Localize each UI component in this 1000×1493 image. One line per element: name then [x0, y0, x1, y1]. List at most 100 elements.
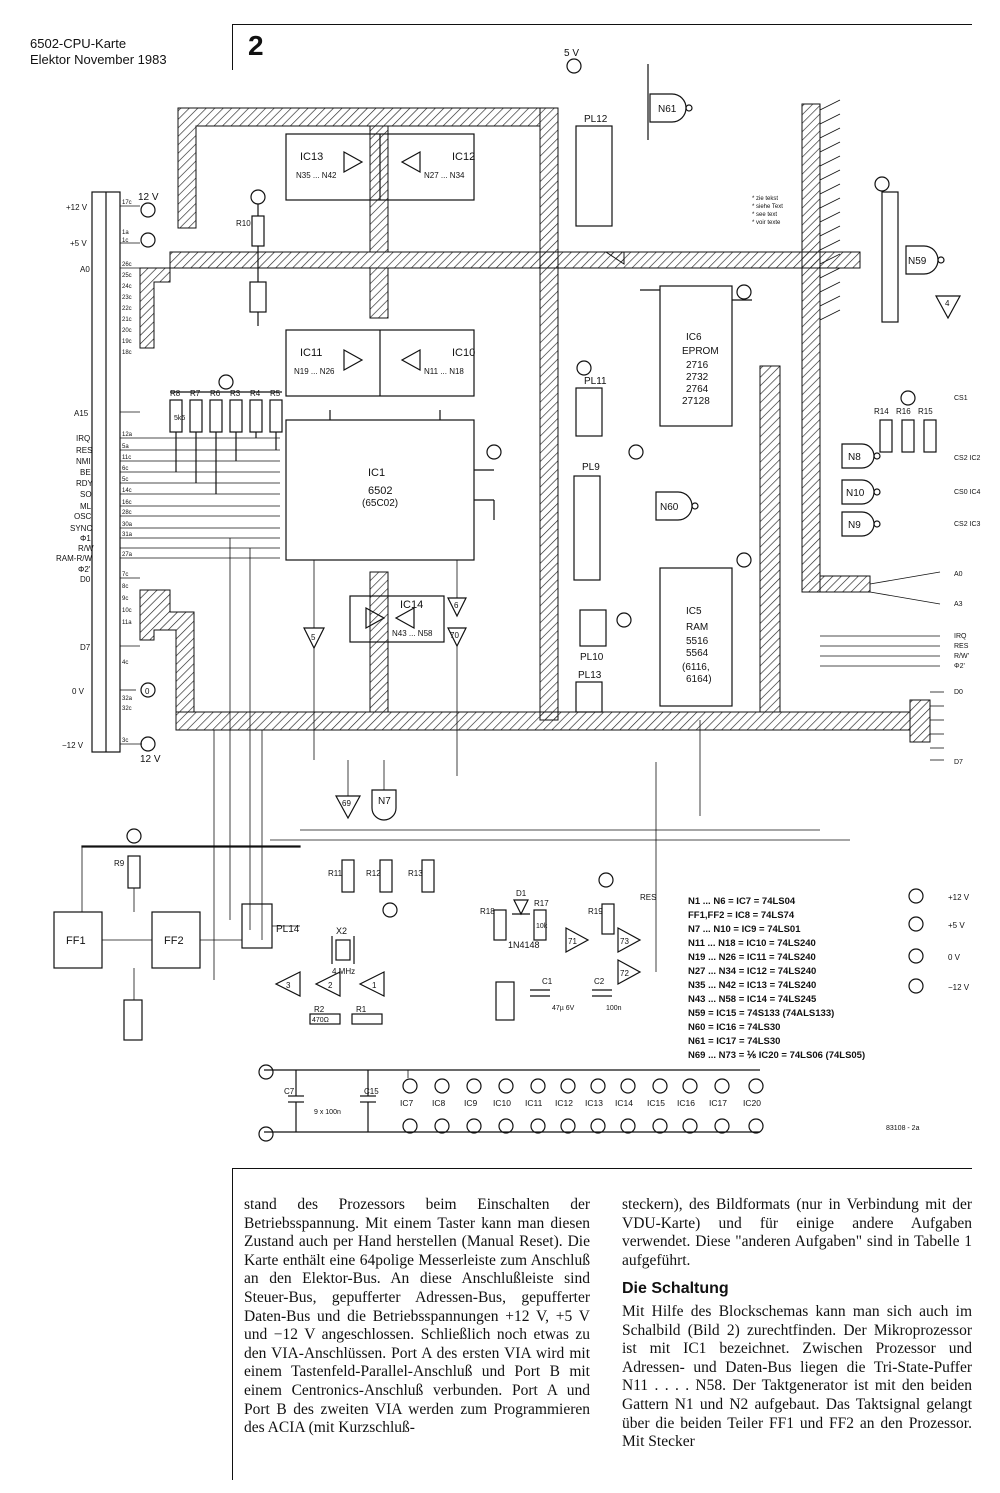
out-cs2-ic2: CS2 IC2	[954, 455, 981, 462]
label-n59: N59	[908, 256, 927, 267]
parts-line-10: N61 = IC17 = 74LS30	[688, 1036, 780, 1047]
label-value-10k: 10k	[536, 923, 548, 930]
label-pl12: PL12	[584, 114, 608, 125]
bus-pin-so: SO	[80, 490, 92, 499]
label-plus5-out: +5 V	[948, 921, 965, 930]
bus-pin-ram-rw: RAM-R/W	[56, 554, 92, 563]
bus-pin-rw: R/W	[78, 544, 94, 553]
label-ff2: FF2	[164, 935, 184, 947]
r10-jumper	[249, 204, 267, 326]
bus-pin-num-15: 6c	[122, 466, 128, 472]
out-phi2: Φ2'	[954, 663, 965, 670]
figure-number: 2	[248, 30, 264, 61]
label-d1-part: 1N4148	[508, 940, 540, 950]
bus-pin-num-2: 1c	[122, 238, 128, 244]
footnote-3: * voir texte	[752, 220, 781, 226]
bus-connector	[91, 191, 121, 753]
label-pl11: PL11	[584, 376, 607, 387]
label-ic6-part-0: 2716	[686, 360, 709, 371]
bus-pin-num-11: 18c	[122, 350, 132, 356]
bus-pin-phi2: Φ2'	[78, 565, 91, 574]
pullup-resistors	[169, 391, 283, 494]
bus-pin-num-16: 5c	[122, 477, 128, 483]
label-ic13-gates: N35 ... N42	[296, 171, 337, 180]
gate-n9	[841, 511, 881, 537]
decoupling-ic-4: IC11	[525, 1098, 543, 1108]
label-ic11-gates: N19 ... N26	[294, 367, 335, 376]
label-5v-top: 5 V	[564, 48, 579, 59]
drawing-number: 83108 - 2a	[886, 1125, 920, 1132]
label-ic5-part-1: 5564	[686, 648, 709, 659]
bus-pin-ml: ML	[80, 502, 92, 511]
bus-pin-num-4: 25c	[122, 273, 132, 279]
bus-pin-num-18: 16c	[122, 500, 132, 506]
r9-resistor	[127, 855, 141, 889]
bus-pin-num-22: 27a	[122, 552, 133, 558]
label-value-5k6: 5k6	[174, 415, 185, 422]
label-ic10: IC10	[452, 347, 475, 359]
bus-connector-pins	[120, 205, 280, 745]
label-r17: R17	[534, 899, 549, 908]
label-n10: N10	[846, 488, 865, 499]
parts-line-7: N43 ... N58 = IC14 = 74LS245	[688, 994, 817, 1005]
bus-pin-num-10: 19c	[122, 339, 132, 345]
resistors-r11-r12-r13	[341, 859, 435, 893]
parts-line-6: N35 ... N42 = IC13 = 74LS240	[688, 980, 816, 991]
bus-pin-nmi: NMI	[76, 457, 91, 466]
bus-pin-num-17: 14c	[122, 488, 132, 494]
section-heading: Die Schaltung	[622, 1280, 729, 1298]
parts-line-0: N1 ... N6 = IC7 = 74LS04	[688, 896, 796, 907]
label-r7: R7	[190, 389, 201, 398]
footnote-2: * see text	[752, 212, 777, 218]
label-n3: 3	[286, 981, 291, 990]
label-pl14: PL14	[276, 924, 300, 935]
circuit-schematic: IC13 IC12 N35 ... N42 N27 ... N34 IC11 I…	[53, 48, 981, 1142]
decoupling-ic-2: IC9	[464, 1098, 478, 1108]
label-r13: R13	[408, 869, 423, 878]
bus-pin-num-12: 12a	[122, 432, 133, 438]
label-ic1-alt: (65C02)	[362, 498, 398, 509]
decoupling-ic-circles	[402, 1078, 764, 1134]
label-n2: 2	[328, 981, 333, 990]
address-bus	[139, 103, 871, 721]
bus-pin-num-25: 9c	[122, 596, 128, 602]
label-ic5-type: RAM	[686, 622, 708, 633]
label-plus12-out: +12 V	[948, 893, 970, 902]
eprom-ic6	[640, 285, 752, 427]
article-column-left: stand des Prozessors beim Einschalten de…	[244, 1196, 590, 1438]
label-r14: R14	[874, 407, 889, 416]
column-divider	[232, 1168, 233, 1480]
bus-pin-neg12: −12 V	[62, 741, 84, 750]
decoupling-ic-7: IC14	[615, 1098, 633, 1108]
label-pl13: PL13	[578, 670, 602, 681]
parts-line-8: N59 = IC15 = 74S133 (74ALS133)	[688, 1008, 834, 1019]
bus-pin-num-27: 11a	[122, 620, 132, 626]
bus-pin-phi1: Φ1	[80, 534, 91, 543]
reset-circuit	[493, 899, 642, 1021]
bus-pin-num-26: 10c	[122, 608, 132, 614]
label-ic12: IC12	[452, 151, 475, 163]
cpu-6502	[285, 410, 495, 561]
label-n69: 69	[342, 799, 351, 808]
bus-pin-res: RES	[76, 446, 92, 455]
label-ic14: IC14	[400, 599, 423, 611]
bus-pin-sync: SYNC	[70, 524, 92, 533]
header-divider	[232, 24, 233, 70]
res-signal-label: RES	[640, 893, 656, 902]
label-ff1: FF1	[66, 935, 86, 947]
power-symbols	[126, 58, 924, 1142]
bus-pin-plus5: +5 V	[70, 239, 87, 248]
label-r5: R5	[270, 389, 281, 398]
label-r1: R1	[356, 1005, 367, 1014]
out-res: RES	[954, 643, 969, 650]
label-r12: R12	[366, 869, 381, 878]
bus-pin-num-23: 7c	[122, 572, 128, 578]
footnote-0: * zie tekst	[752, 196, 778, 202]
ic13-ic12-buffer	[285, 133, 475, 201]
bus-pin-num-19: 28c	[122, 510, 132, 516]
label-r15: R15	[918, 407, 933, 416]
label-r3: R3	[230, 389, 241, 398]
gate-n61	[647, 64, 693, 140]
label-n7: N7	[378, 796, 391, 807]
decoupling-rail	[264, 1069, 760, 1133]
